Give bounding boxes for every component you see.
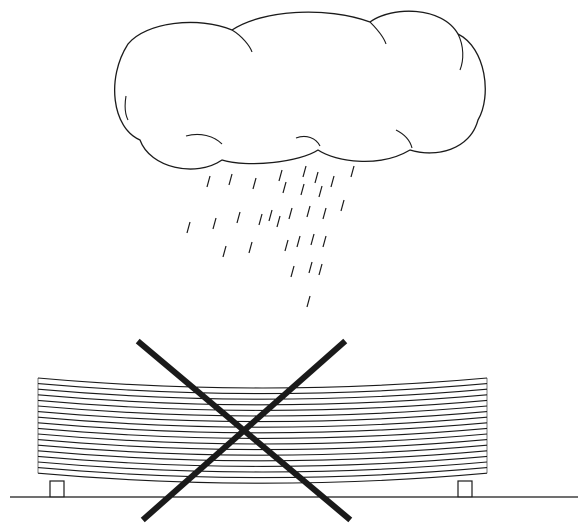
rain-drop: [252, 177, 257, 190]
lumber-board: [37, 394, 488, 406]
rain-drop: [330, 175, 335, 188]
rain-drop: [222, 245, 227, 258]
rain-drop: [228, 173, 233, 186]
lumber-board: [37, 377, 488, 389]
rain-drop: [258, 213, 263, 226]
rain-drop: [314, 171, 319, 184]
rain-drops: [186, 165, 355, 308]
cloud-outline: [114, 10, 486, 170]
rain-drop: [284, 239, 289, 252]
support-blocks: [49, 480, 473, 498]
lumber-board: [37, 461, 488, 473]
cloud-fold: [369, 21, 387, 45]
rain-drop: [236, 211, 241, 224]
cross-stroke-b: [140, 338, 348, 523]
rain-drop: [318, 185, 323, 198]
lumber-board: [37, 416, 488, 428]
cloud-fold: [395, 129, 413, 149]
rain-drop: [308, 261, 313, 274]
lumber-board: [37, 427, 488, 439]
lumber-board: [37, 444, 488, 456]
rain-drop: [296, 235, 301, 248]
rain-drop: [340, 199, 345, 212]
cloud-fold: [295, 135, 321, 147]
rain-drop: [268, 209, 273, 222]
prohibition-cross: [135, 338, 353, 523]
rain-drop: [300, 183, 305, 196]
lumber-board: [37, 472, 488, 484]
rain-drop: [306, 295, 311, 308]
support-block-left: [49, 480, 65, 498]
rain-drop: [290, 265, 295, 278]
rain-drop: [310, 233, 315, 246]
lumber-board: [37, 455, 488, 467]
rain-drop: [282, 181, 287, 194]
rain-drop: [276, 215, 281, 228]
lumber-board: [37, 422, 488, 434]
rain-drop: [322, 235, 327, 248]
rain-drop: [350, 165, 355, 178]
rain-drop: [306, 205, 311, 218]
lumber-board: [37, 399, 488, 411]
rain-drop: [212, 217, 217, 230]
lumber-board: [37, 411, 488, 423]
rain-drop: [248, 241, 253, 254]
lumber-board: [37, 450, 488, 462]
rain-drop: [318, 263, 323, 276]
rain-drop: [206, 175, 211, 188]
rain-drop: [288, 207, 293, 220]
lumber-board: [37, 383, 488, 395]
cloud-fold: [185, 133, 223, 145]
cloud-icon: [114, 10, 486, 170]
lumber-stack: [37, 377, 488, 484]
rain-drop: [302, 165, 307, 178]
cloud-fold: [457, 33, 464, 71]
cloud-fold: [231, 29, 253, 53]
cloud-fold: [124, 95, 129, 121]
rain-drop: [278, 169, 283, 182]
lumber-board: [37, 388, 488, 400]
support-block-right: [457, 480, 473, 498]
rain-drop: [186, 221, 191, 234]
rain-drop: [322, 207, 327, 220]
lumber-board: [37, 467, 488, 479]
